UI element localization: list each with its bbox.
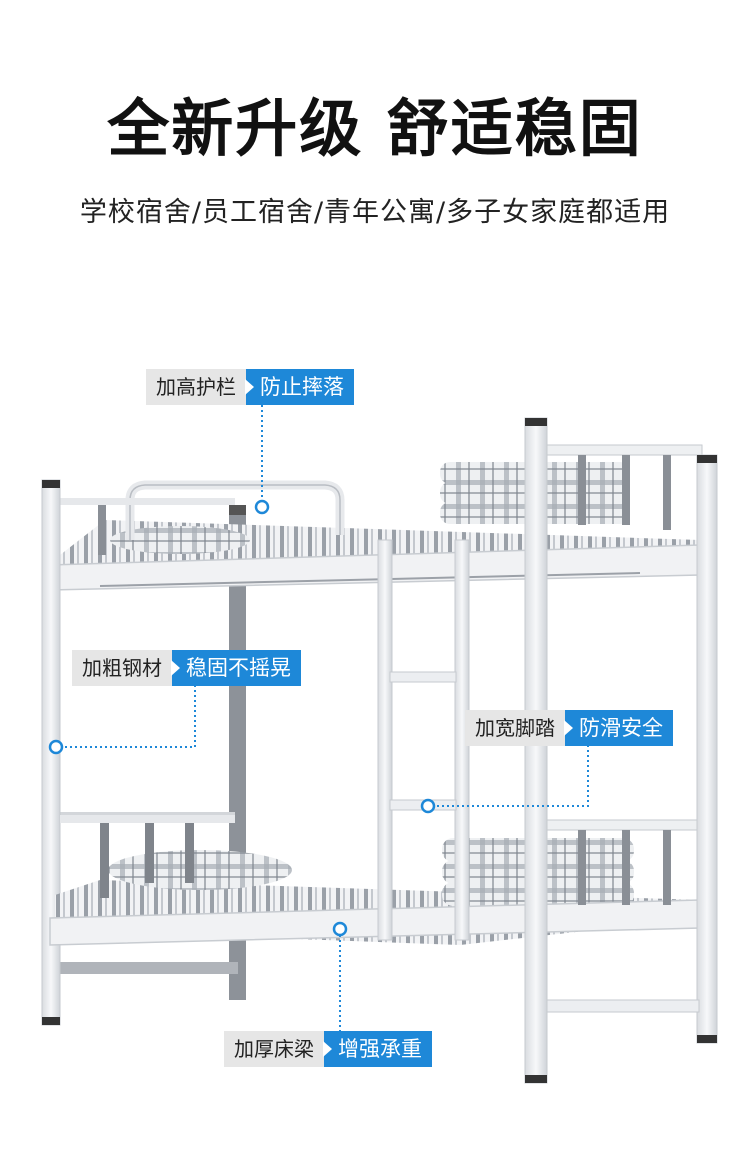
page-subtitle: 学校宿舍/员工宿舍/青年公寓/多子女家庭都适用 [79,197,671,228]
page-title: 全新升级 舒适稳固 [107,92,643,165]
guardrail-marker-dot [254,499,270,515]
beam-marker-dot [332,921,348,937]
callout-steel-highlight: 稳固不摇晃 [171,650,301,686]
step-marker-dot [420,798,436,814]
callout-beam-highlight: 增强承重 [323,1031,432,1067]
steel-marker-dot [48,739,64,755]
callout-guardrail: 加高护栏 防止摔落 [146,369,354,405]
callout-beam: 加厚床梁 增强承重 [224,1031,432,1067]
callout-steel-label: 加粗钢材 [72,650,172,686]
callout-step: 加宽脚踏 防滑安全 [465,710,673,746]
callout-step-highlight: 防滑安全 [564,710,673,746]
callout-guardrail-label: 加高护栏 [146,369,246,405]
callout-step-label: 加宽脚踏 [465,710,565,746]
callout-steel: 加粗钢材 稳固不摇晃 [72,650,301,686]
callout-beam-label: 加厚床梁 [224,1031,324,1067]
callout-guardrail-highlight: 防止摔落 [245,369,354,405]
